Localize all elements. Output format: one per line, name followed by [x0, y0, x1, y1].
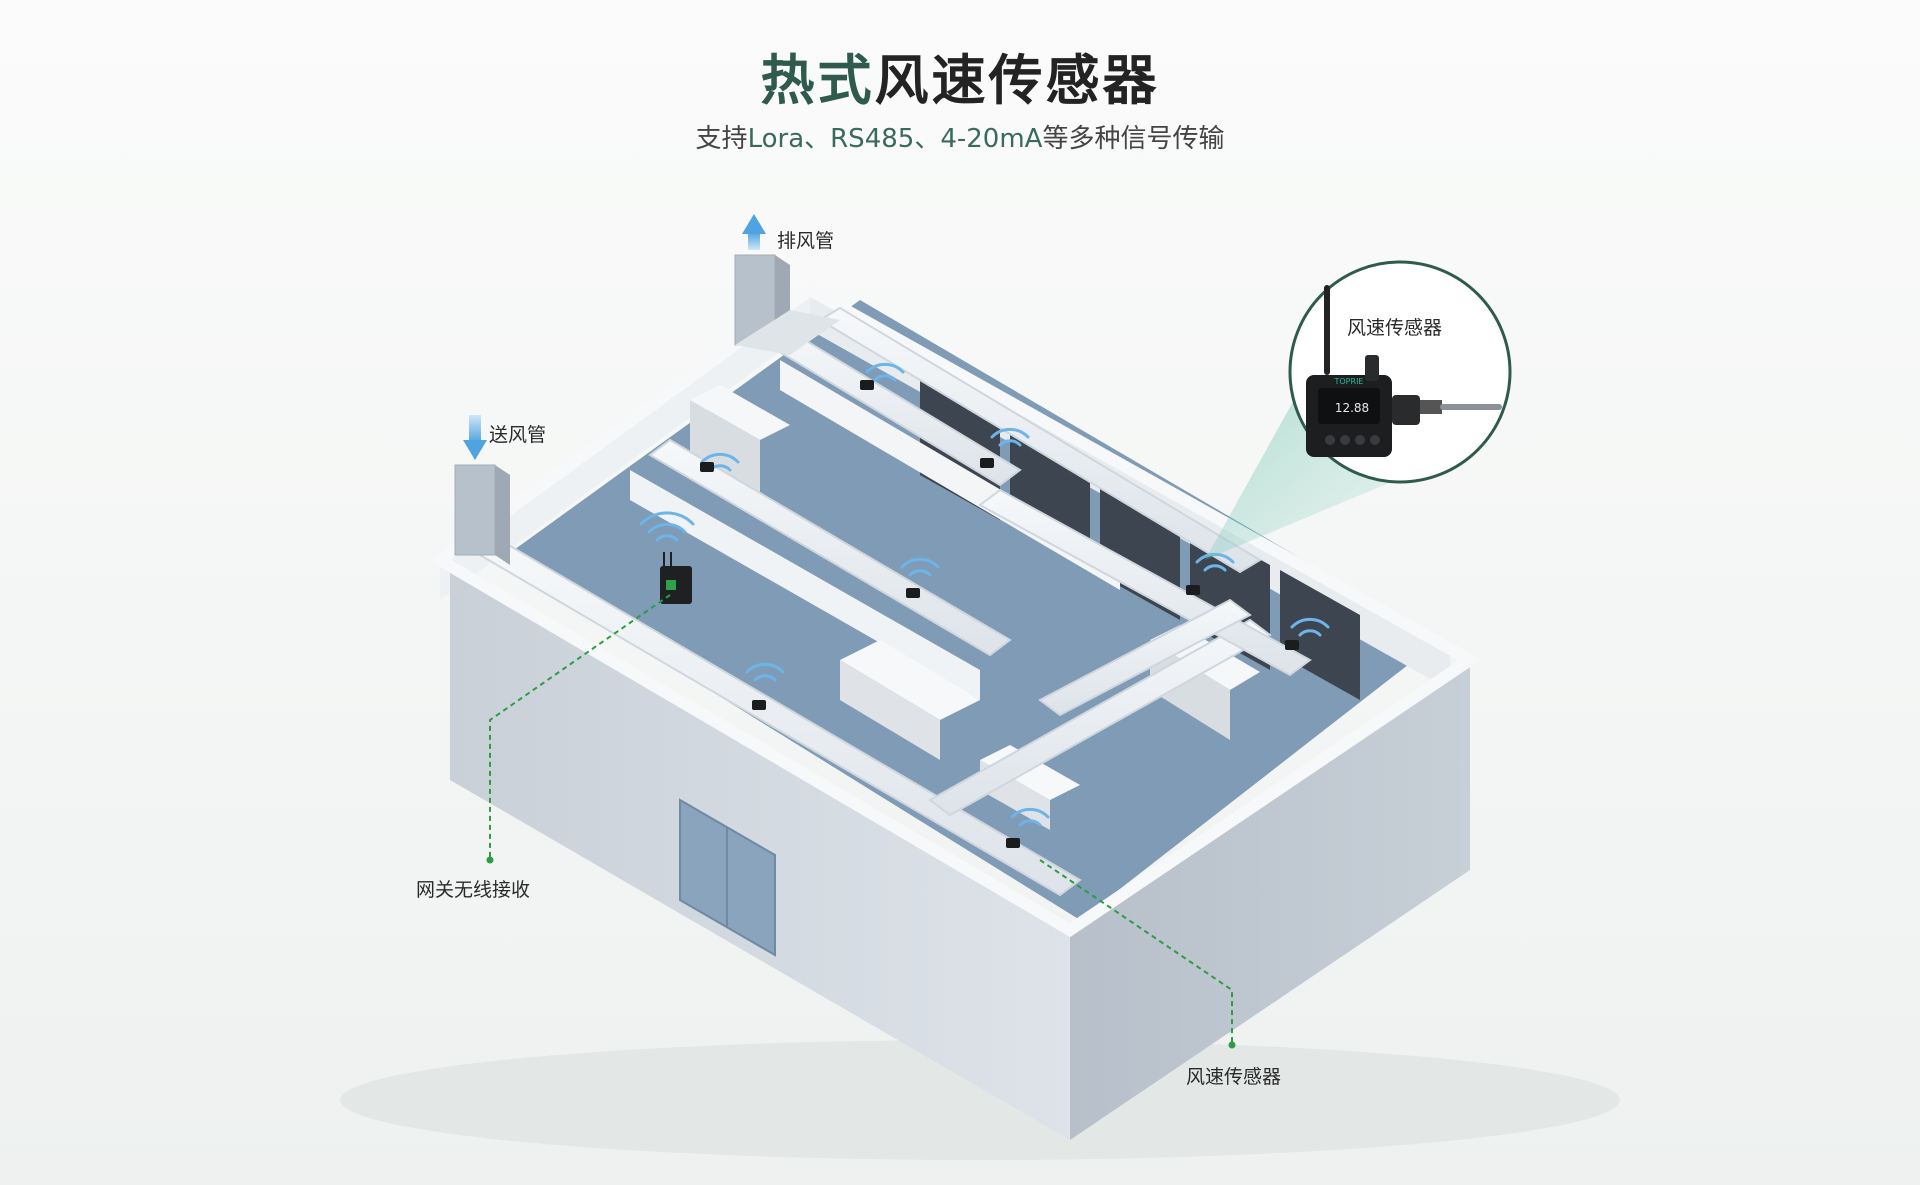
label-exhaust-duct: 排风管: [777, 230, 835, 252]
front-wall-right: [1070, 660, 1470, 1140]
wall-rim: [429, 282, 1482, 938]
page-title: 热式风速传感器: [0, 36, 1920, 115]
sensor-leader-dot: [1228, 1041, 1236, 1049]
title-accent: 热式: [760, 49, 875, 112]
gateway-device-icon: [660, 552, 692, 604]
back-wall-left: [440, 290, 810, 600]
exhaust-duct-riser: [734, 254, 840, 355]
subtitle-rest: 等多种信号传输: [1042, 124, 1225, 154]
arrow-down-icon: [463, 415, 487, 460]
label-sensor-bottom: 风速传感器: [1186, 1066, 1282, 1088]
subtitle-lead: 支持: [695, 124, 748, 154]
device-display-value: 12.88: [1335, 401, 1369, 415]
label-sensor-callout: 风速传感器: [1347, 317, 1443, 339]
subtitle-protocols: Lora、RS485、4-20mA: [747, 124, 1043, 154]
gateway-leader-line: [489, 594, 671, 860]
partition-wall: [630, 470, 980, 700]
wifi-signal-icons: [639, 362, 1330, 827]
arrow-up-icon: [742, 214, 766, 250]
ground-shadow: [340, 1040, 1620, 1160]
duct-network: [478, 306, 1312, 897]
title-rest: 风速传感器: [874, 49, 1160, 112]
supply-duct-riser: [454, 464, 510, 565]
device-brand: TOPRIE: [1334, 377, 1364, 386]
page-subtitle: 支持Lora、RS485、4-20mA等多种信号传输: [0, 118, 1920, 155]
gateway-leader-dot: [486, 856, 494, 864]
header: 热式风速传感器 支持Lora、RS485、4-20mA等多种信号传输: [0, 0, 1920, 170]
label-supply-duct: 送风管: [489, 424, 547, 446]
sensor-device-icons: [700, 380, 1299, 848]
sensor-callout: TOPRIE 12.88: [1288, 260, 1512, 484]
label-gateway: 网关无线接收: [416, 879, 531, 901]
callout-beam: [1205, 380, 1420, 560]
